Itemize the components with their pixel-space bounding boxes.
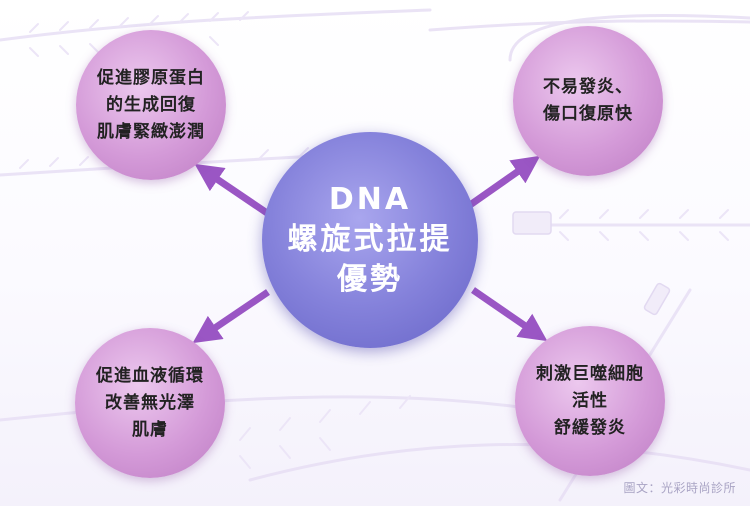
benefit-healing: 不易發炎、 傷口復原快 (513, 26, 663, 176)
benefit-line: 不易發炎、 (543, 77, 633, 97)
benefit-line: 傷口復原快 (543, 104, 633, 124)
benefit-line: 活性 (572, 390, 608, 411)
center-title-line: 優勢 (337, 262, 403, 297)
center-title-line: DNA (328, 182, 412, 217)
benefit-line: 肌膚 (132, 419, 168, 440)
benefit-collagen: 促進膠原蛋白 的生成回復 肌膚緊緻澎潤 (76, 30, 226, 180)
benefit-circulation: 促進血液循環 改善無光澤 肌膚 (75, 328, 225, 478)
benefit-line: 促進膠原蛋白 (97, 67, 205, 88)
arrow-icon (194, 163, 272, 218)
image-credit: 圖文：光彩時尚診所 (623, 481, 736, 495)
center-topic: DNA 螺旋式拉提 優勢 (262, 132, 478, 348)
arrow-icon (471, 287, 548, 342)
benefit-line: 的生成回復 (106, 94, 196, 115)
benefit-line: 刺激巨噬細胞 (536, 363, 644, 384)
center-title-line: 螺旋式拉提 (287, 222, 453, 257)
benefit-line: 促進血液循環 (96, 365, 204, 386)
arrow-icon (192, 289, 270, 344)
benefit-line: 舒緩發炎 (554, 417, 626, 438)
benefit-line: 肌膚緊緻澎潤 (97, 121, 205, 142)
arrow-icon (467, 155, 541, 208)
benefit-macrophage: 刺激巨噬細胞 活性 舒緩發炎 (515, 326, 665, 476)
benefit-line: 改善無光澤 (105, 392, 195, 413)
